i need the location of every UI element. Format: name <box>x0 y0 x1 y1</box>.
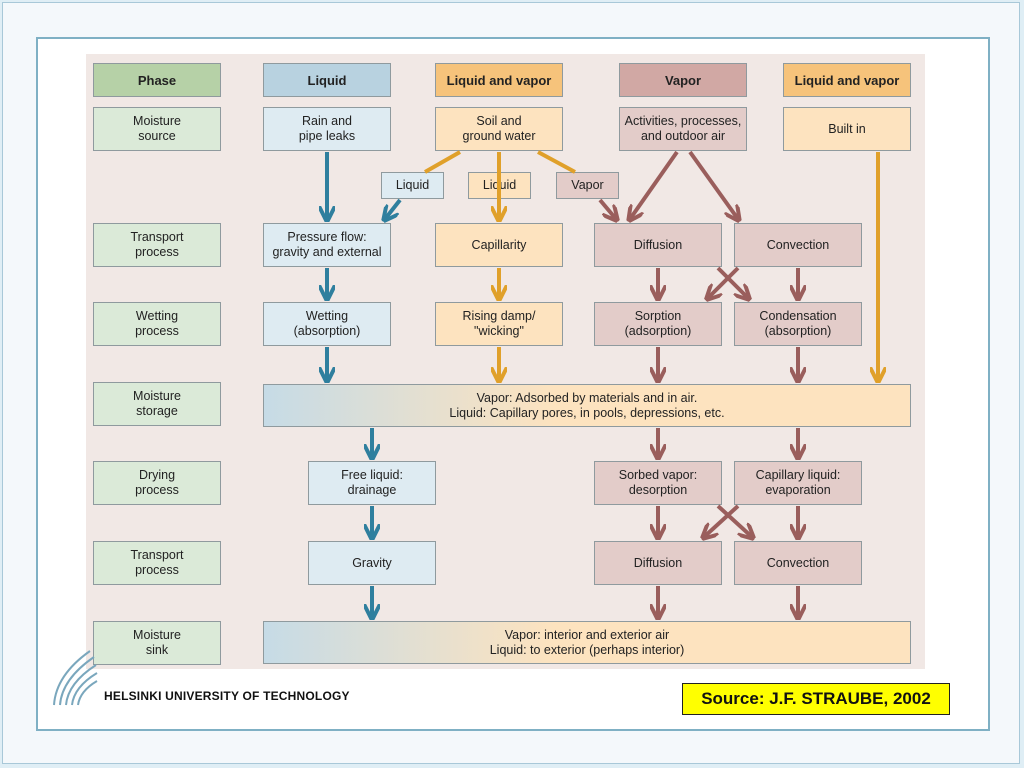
row-label-moisture-source: Moisture source <box>93 107 221 151</box>
header-liquid-and-vapor: Liquid and vapor <box>435 63 563 97</box>
moisture-storage-box: Vapor: Adsorbed by materials and in air.… <box>263 384 911 427</box>
drying-free-liquid: Free liquid: drainage <box>308 461 436 505</box>
row-label-wetting-process: Wetting process <box>93 302 221 346</box>
phase-label-vapor: Vapor <box>556 172 619 199</box>
transport-diffusion: Diffusion <box>594 223 722 267</box>
header-liquid: Liquid <box>263 63 391 97</box>
header-vapor: Vapor <box>619 63 747 97</box>
phase-label-liquid: Liquid <box>381 172 444 199</box>
header-phase: Phase <box>93 63 221 97</box>
row-label-transport-process: Transport process <box>93 223 221 267</box>
transport-gravity: Gravity <box>308 541 436 585</box>
wetting-condensation: Condensation (absorption) <box>734 302 862 346</box>
row-label-moisture-sink: Moisture sink <box>93 621 221 665</box>
source-activities: Activities, processes, and outdoor air <box>619 107 747 151</box>
transport-capillarity: Capillarity <box>435 223 563 267</box>
header-liquid-and-vapor-2: Liquid and vapor <box>783 63 911 97</box>
transport-diffusion-2: Diffusion <box>594 541 722 585</box>
row-label-transport-process-2: Transport process <box>93 541 221 585</box>
moisture-sink-box: Vapor: interior and exterior air Liquid:… <box>263 621 911 664</box>
university-name: HELSINKI UNIVERSITY OF TECHNOLOGY <box>104 689 350 703</box>
source-citation: Source: J.F. STRAUBE, 2002 <box>682 683 950 715</box>
row-label-moisture-storage: Moisture storage <box>93 382 221 426</box>
source-rain-and-pipe-leaks: Rain and pipe leaks <box>263 107 391 151</box>
transport-convection-2: Convection <box>734 541 862 585</box>
row-label-drying-process: Drying process <box>93 461 221 505</box>
source-built-in: Built in <box>783 107 911 151</box>
drying-capillary-liquid: Capillary liquid: evaporation <box>734 461 862 505</box>
wetting-sorption: Sorption (adsorption) <box>594 302 722 346</box>
transport-pressure-flow: Pressure flow: gravity and external <box>263 223 391 267</box>
wetting-absorption: Wetting (absorption) <box>263 302 391 346</box>
drying-sorbed-vapor: Sorbed vapor: desorption <box>594 461 722 505</box>
transport-convection: Convection <box>734 223 862 267</box>
wetting-rising-damp: Rising damp/ "wicking" <box>435 302 563 346</box>
source-soil-and-ground-water: Soil and ground water <box>435 107 563 151</box>
university-logo <box>53 650 98 706</box>
phase-label-liquid-2: Liquid <box>468 172 531 199</box>
